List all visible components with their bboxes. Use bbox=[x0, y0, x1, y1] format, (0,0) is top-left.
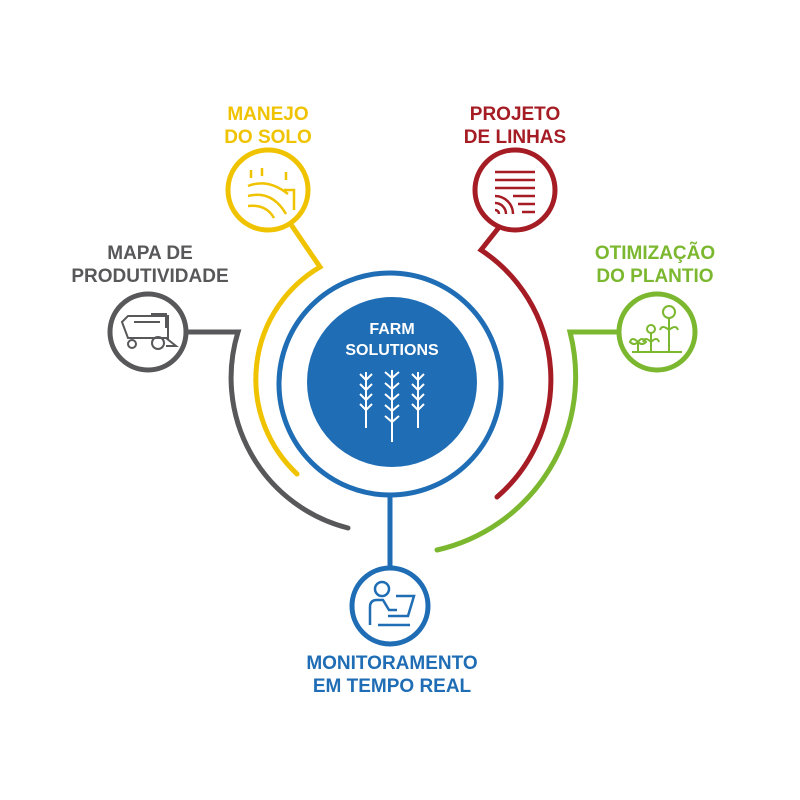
projeto-label-line2: DE LINHAS bbox=[464, 127, 566, 148]
otimizacao-label-line2: DO PLANTIO bbox=[596, 266, 713, 287]
manejo-label-line2: DO SOLO bbox=[224, 127, 312, 148]
manejo-label-line1: MANEJO bbox=[227, 104, 308, 125]
manejo-circle[interactable] bbox=[225, 147, 311, 233]
center-ring bbox=[276, 270, 504, 498]
mapa-label-line2: PRODUTIVIDADE bbox=[71, 266, 228, 287]
seedling-icon bbox=[628, 305, 682, 353]
manejo-connector bbox=[253, 223, 324, 477]
projeto-label-line1: PROJETO bbox=[470, 104, 560, 125]
center-title-line1: FARM bbox=[369, 321, 414, 338]
center-title-line2: SOLUTIONS bbox=[345, 342, 439, 359]
mapa-connector bbox=[183, 329, 351, 531]
monitoramento-label-line2: EM TEMPO REAL bbox=[313, 676, 472, 697]
field-icon bbox=[247, 168, 296, 219]
otimizacao-label-line1: OTIMIZAÇÃO bbox=[595, 242, 715, 264]
mapa-circle[interactable] bbox=[107, 291, 189, 373]
otimizacao-circle[interactable] bbox=[616, 291, 698, 373]
wheat-icon bbox=[359, 370, 425, 442]
person-laptop-icon bbox=[368, 580, 416, 627]
monitoramento-label-line1: MONITORAMENTO bbox=[306, 653, 477, 674]
mapa-label-line1: MAPA DE bbox=[107, 243, 193, 264]
harvester-icon bbox=[120, 313, 179, 350]
otimizacao-connector bbox=[434, 329, 622, 553]
row-lines-icon bbox=[494, 170, 535, 215]
projeto-circle[interactable] bbox=[472, 147, 558, 233]
monitoramento-circle[interactable] bbox=[349, 565, 431, 647]
projeto-connector bbox=[477, 223, 554, 500]
